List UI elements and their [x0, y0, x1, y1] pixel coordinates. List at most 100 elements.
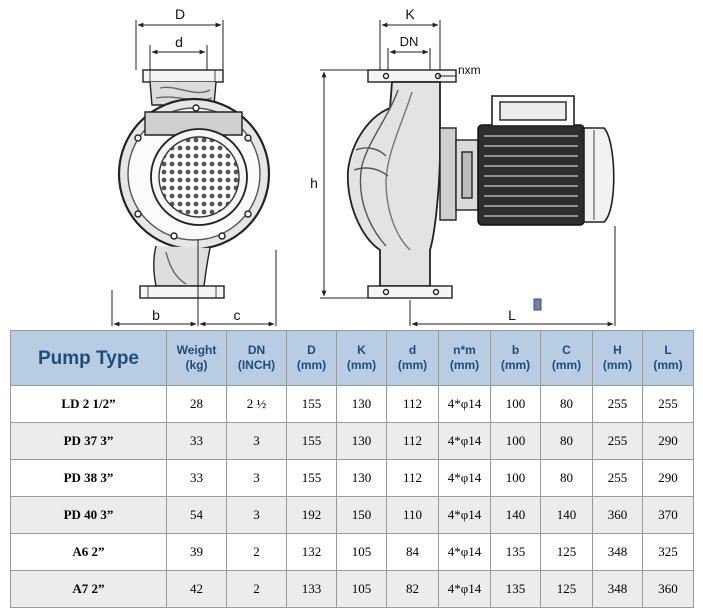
cell-dn: 2 ½: [226, 385, 287, 423]
cell-H: 360: [592, 496, 643, 534]
cell-nm: 4*φ14: [438, 533, 491, 571]
header-D: D(mm): [286, 330, 337, 386]
cell-K: 150: [336, 496, 387, 534]
cell-D: 155: [286, 422, 337, 460]
cell-d: 110: [386, 496, 439, 534]
cell-H: 348: [592, 533, 643, 571]
cell-weight: 33: [166, 422, 227, 460]
cell-C: 125: [540, 533, 593, 571]
label-DN: DN: [400, 34, 419, 49]
cell-nm: 4*φ14: [438, 385, 491, 423]
header-L: L(mm): [642, 330, 694, 386]
cell-pump-type: LD 2 1/2”: [10, 385, 167, 423]
cell-d: 82: [386, 570, 439, 608]
cell-b: 135: [490, 570, 541, 608]
pump-spec-table: Pump Type Weight(kg) DN(INCH) D(mm) K(mm…: [10, 330, 694, 608]
cell-weight: 39: [166, 533, 227, 571]
cell-C: 125: [540, 570, 593, 608]
cell-L: 290: [642, 459, 694, 497]
header-nm: n*m(mm): [438, 330, 491, 386]
cell-C: 80: [540, 459, 593, 497]
cell-weight: 28: [166, 385, 227, 423]
cell-d: 112: [386, 385, 439, 423]
cell-dn: 3: [226, 459, 287, 497]
cell-D: 132: [286, 533, 337, 571]
label-D: D: [175, 6, 185, 22]
table-row: PD 37 3” 33 3 155 130 112 4*φ14 100 80 2…: [10, 422, 694, 460]
cell-L: 290: [642, 422, 694, 460]
cell-b: 140: [490, 496, 541, 534]
header-K: K(mm): [336, 330, 387, 386]
cell-pump-type: A6 2”: [10, 533, 167, 571]
cell-pump-type: PD 38 3”: [10, 459, 167, 497]
cell-b: 100: [490, 459, 541, 497]
header-pump-type: Pump Type: [10, 330, 167, 386]
table-header-row: Pump Type Weight(kg) DN(INCH) D(mm) K(mm…: [10, 330, 694, 386]
cell-L: 325: [642, 533, 694, 571]
label-b: b: [152, 307, 160, 323]
cell-H: 255: [592, 385, 643, 423]
label-c: c: [234, 307, 241, 323]
cell-K: 130: [336, 459, 387, 497]
table-row: PD 38 3” 33 3 155 130 112 4*φ14 100 80 2…: [10, 459, 694, 497]
cell-weight: 33: [166, 459, 227, 497]
cell-L: 360: [642, 570, 694, 608]
cell-d: 112: [386, 422, 439, 460]
cell-H: 255: [592, 459, 643, 497]
table-row: PD 40 3” 54 3 192 150 110 4*φ14 140 140 …: [10, 496, 694, 534]
cell-D: 155: [286, 459, 337, 497]
cell-K: 130: [336, 422, 387, 460]
cell-nm: 4*φ14: [438, 459, 491, 497]
cell-pump-type: PD 37 3”: [10, 422, 167, 460]
cell-dn: 2: [226, 533, 287, 571]
table-row: LD 2 1/2” 28 2 ½ 155 130 112 4*φ14 100 8…: [10, 385, 694, 423]
cell-d: 112: [386, 459, 439, 497]
label-K: K: [405, 6, 415, 22]
header-d: d(mm): [386, 330, 439, 386]
label-nxm: nxm: [458, 63, 481, 77]
cell-nm: 4*φ14: [438, 422, 491, 460]
cell-dn: 3: [226, 422, 287, 460]
cell-D: 192: [286, 496, 337, 534]
cell-K: 130: [336, 385, 387, 423]
side-dimension-lines: [320, 20, 616, 327]
cell-H: 348: [592, 570, 643, 608]
label-d: d: [175, 34, 183, 50]
cell-pump-type: PD 40 3”: [10, 496, 167, 534]
cell-d: 84: [386, 533, 439, 571]
label-L: L: [508, 307, 516, 323]
cell-L: 370: [642, 496, 694, 534]
cell-nm: 4*φ14: [438, 496, 491, 534]
cell-weight: 42: [166, 570, 227, 608]
cell-dn: 3: [226, 496, 287, 534]
cell-b: 135: [490, 533, 541, 571]
cell-D: 155: [286, 385, 337, 423]
cell-dn: 2: [226, 570, 287, 608]
pump-front-view: [117, 69, 271, 299]
cell-L: 255: [642, 385, 694, 423]
cell-C: 80: [540, 422, 593, 460]
header-dn: DN(INCH): [226, 330, 287, 386]
cell-C: 140: [540, 496, 593, 534]
cell-C: 80: [540, 385, 593, 423]
cell-b: 100: [490, 422, 541, 460]
header-b: b(mm): [490, 330, 541, 386]
table-row: A6 2” 39 2 132 105 84 4*φ14 135 125 348 …: [10, 533, 694, 571]
cell-pump-type: A7 2”: [10, 570, 167, 608]
cell-nm: 4*φ14: [438, 570, 491, 608]
cursor-marker: [533, 298, 542, 311]
cell-weight: 54: [166, 496, 227, 534]
pump-dimension-drawing: D d b c: [111, 6, 616, 327]
cell-D: 133: [286, 570, 337, 608]
cell-H: 255: [592, 422, 643, 460]
header-weight: Weight(kg): [166, 330, 227, 386]
header-C: C(mm): [540, 330, 593, 386]
table-row: A7 2” 42 2 133 105 82 4*φ14 135 125 348 …: [10, 570, 694, 608]
label-h: h: [310, 175, 318, 191]
cell-b: 100: [490, 385, 541, 423]
cell-K: 105: [336, 533, 387, 571]
cell-K: 105: [336, 570, 387, 608]
pump-side-view: [347, 69, 615, 299]
header-H: H(mm): [592, 330, 643, 386]
front-dimension-lines: [111, 20, 277, 327]
